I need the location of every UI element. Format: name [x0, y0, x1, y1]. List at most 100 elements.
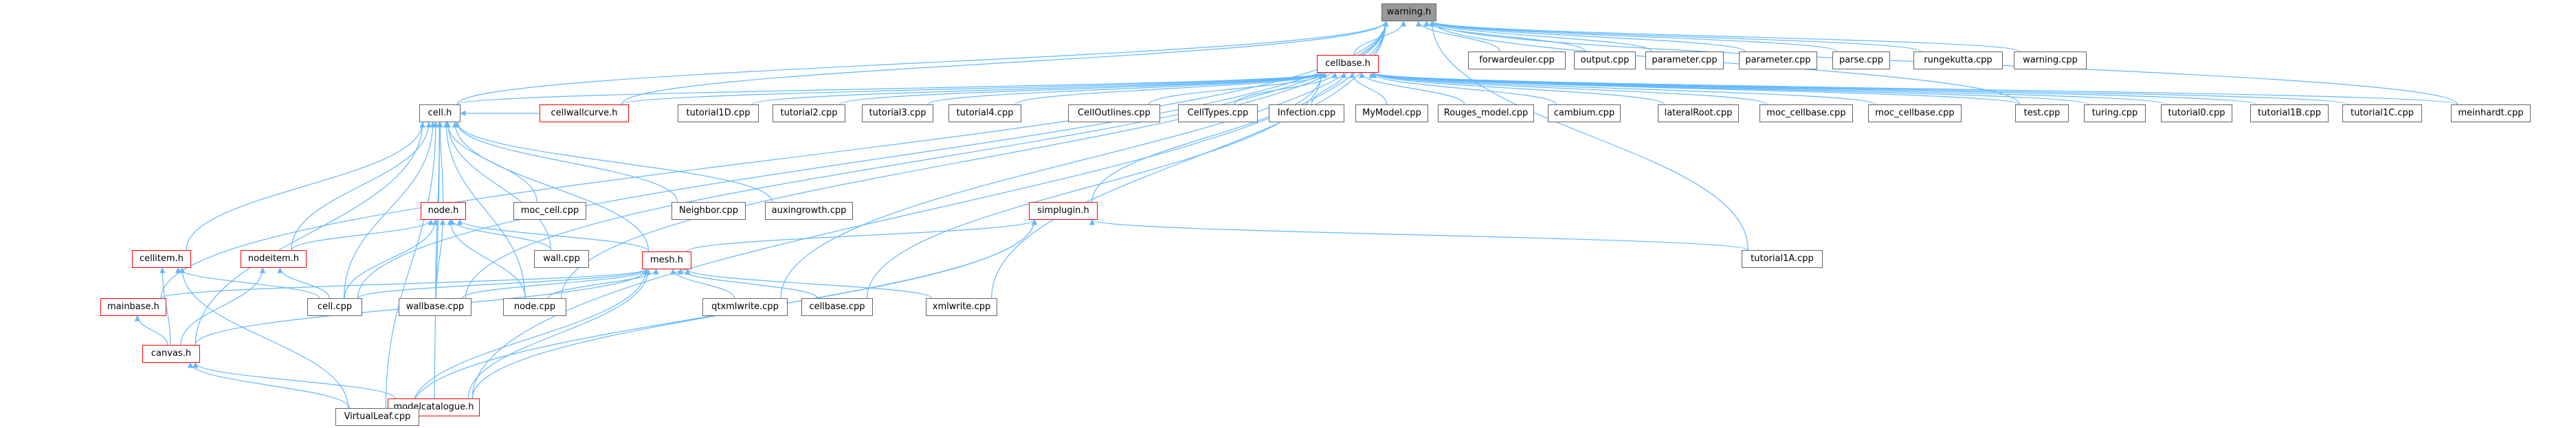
node-node-cpp[interactable]: node.cpp	[503, 298, 566, 316]
edge-cellbase-h-to-warning-h	[1353, 21, 1407, 56]
node-meinhardt-cpp[interactable]: meinhardt.cpp	[2451, 104, 2531, 122]
edge-wall-cpp-to-cell-h	[445, 122, 551, 251]
node-auxingrowth-cpp[interactable]: auxingrowth.cpp	[765, 202, 853, 220]
edge-wallbase-cpp-to-mesh-h	[462, 269, 652, 299]
edge-rungekutta-cpp-to-warning-h	[1429, 21, 1921, 52]
node-tutorial1-b-cpp[interactable]: tutorial1B.cpp	[2250, 104, 2329, 122]
edge-tutorial4-cpp-to-cellbase-h	[1014, 72, 1325, 105]
node-cell-outlines-cpp[interactable]: CellOutlines.cpp	[1068, 104, 1160, 122]
edge-cell-types-cpp-to-cellbase-h	[1234, 72, 1338, 105]
edge-canvas-h-to-cellitem-h	[159, 267, 171, 346]
edge-qtxmlwrite-cpp-to-mesh-h	[669, 269, 735, 299]
node-tutorial1-d-cpp[interactable]: tutorial1D.cpp	[678, 104, 759, 122]
edge-nodeitem-h-to-node-h	[291, 219, 434, 251]
node-moc-cell-cpp[interactable]: moc_cell.cpp	[513, 202, 586, 220]
edge-tutorial2-cpp-to-cellbase-h	[839, 72, 1325, 105]
node-node-h[interactable]: node.h	[421, 202, 466, 220]
edge-modelcatalogue-h-to-mesh-h	[467, 269, 652, 399]
edge-cell-cpp-to-cell-h	[344, 122, 436, 299]
node-parse-cpp[interactable]: parse.cpp	[1832, 52, 1890, 69]
node-cell-types-cpp[interactable]: CellTypes.cpp	[1178, 104, 1258, 122]
node-tutorial2-cpp[interactable]: tutorial2.cpp	[773, 104, 845, 122]
node-moc-cellbase-cpp-2[interactable]: moc_cellbase.cpp	[1868, 104, 1962, 122]
node-qtxmlwrite-cpp[interactable]: qtxmlwrite.cpp	[702, 298, 788, 316]
edge-cellbase-cpp-to-mesh-h	[677, 269, 818, 299]
node-tutorial1-c-cpp[interactable]: tutorial1C.cpp	[2342, 104, 2422, 122]
node-cellbase-cpp[interactable]: cellbase.cpp	[801, 298, 873, 316]
edge-moc-cellbase-cpp-1-to-cellbase-h	[1370, 72, 1768, 105]
edge-virtual-leaf-cpp-to-cell-h	[385, 122, 439, 409]
node-cellitem-h[interactable]: cellitem.h	[132, 250, 191, 268]
edge-modelcatalogue-h-to-canvas-h	[192, 362, 396, 399]
node-cellbase-h[interactable]: cellbase.h	[1317, 55, 1379, 73]
edge-simplugin-h-to-cellbase-h	[1091, 72, 1325, 203]
edge-moc-cellbase-cpp-2-to-cellbase-h	[1370, 72, 1876, 105]
node-nodeitem-h[interactable]: nodeitem.h	[241, 250, 307, 268]
node-canvas-h[interactable]: canvas.h	[142, 345, 200, 363]
node-forwardeuler-cpp[interactable]: forwardeuler.cpp	[1468, 52, 1566, 69]
edge-layer	[134, 21, 2458, 418]
node-tutorial1-a-cpp[interactable]: tutorial1A.cpp	[1742, 250, 1823, 268]
node-output-cpp[interactable]: output.cpp	[1574, 52, 1636, 69]
node-parameter-cpp-1[interactable]: parameter.cpp	[1645, 52, 1724, 69]
edge-tutorial1-a-cpp-to-simplugin-h	[1089, 219, 1749, 251]
node-infection-cpp[interactable]: Infection.cpp	[1269, 104, 1344, 122]
edge-tutorial1-a-cpp-to-warning-h	[1429, 21, 1749, 251]
edge-tutorial3-cpp-to-cellbase-h	[927, 72, 1325, 105]
edge-modelcatalogue-h-to-cell-h	[434, 122, 443, 399]
edge-mesh-h-to-cell-h	[452, 122, 649, 252]
node-turing-cpp[interactable]: turing.cpp	[2084, 104, 2146, 122]
edge-canvas-h-to-mainbase-h	[134, 315, 168, 346]
edge-cellwallcurve-h-to-warning-h	[621, 21, 1389, 105]
node-virtual-leaf-cpp[interactable]: VirtualLeaf.cpp	[335, 408, 419, 426]
node-my-model-cpp[interactable]: MyModel.cpp	[1355, 104, 1428, 122]
edge-nodeitem-h-to-cell-h	[291, 122, 432, 251]
edge-cellwallcurve-h-to-cellbase-h	[621, 72, 1325, 105]
node-test-cpp[interactable]: test.cpp	[2015, 104, 2069, 122]
edge-node-h-to-cell-h	[437, 122, 444, 203]
edge-cell-outlines-cpp-to-cellbase-h	[1148, 72, 1328, 105]
node-parameter-cpp-2[interactable]: parameter.cpp	[1739, 52, 1817, 69]
edge-mesh-h-to-simplugin-h	[687, 219, 1038, 252]
node-cell-cpp[interactable]: cell.cpp	[307, 298, 362, 316]
edge-cell-cpp-to-cellitem-h	[175, 267, 320, 299]
node-cell-h[interactable]: cell.h	[419, 104, 460, 122]
edge-wall-cpp-to-node-h	[449, 219, 552, 251]
node-simplugin-h[interactable]: simplugin.h	[1029, 202, 1098, 220]
node-xmlwrite-cpp[interactable]: xmlwrite.cpp	[926, 298, 997, 316]
node-cambium-cpp[interactable]: cambium.cpp	[1548, 104, 1621, 122]
edge-meinhardt-cpp-to-cellbase-h	[1371, 72, 2458, 105]
node-rouges-model-cpp[interactable]: Rouges_model.cpp	[1438, 104, 1534, 122]
node-lateral-root-cpp[interactable]: lateralRoot.cpp	[1658, 104, 1739, 122]
edge-node-cpp-to-cell-h	[443, 122, 526, 299]
edge-parameter-cpp-2-to-warning-h	[1429, 21, 1746, 52]
node-warning-cpp[interactable]: warning.cpp	[2014, 52, 2087, 69]
node-wall-cpp[interactable]: wall.cpp	[534, 250, 589, 268]
edge-lateral-root-cpp-to-cellbase-h	[1370, 72, 1665, 105]
edge-mainbase-h-to-warning-h	[160, 21, 1389, 299]
edge-mainbase-h-to-mesh-h	[160, 269, 649, 299]
edge-cellitem-h-to-cell-h	[186, 122, 425, 251]
edge-tutorial1-d-cpp-to-cellbase-h	[751, 72, 1325, 105]
node-tutorial4-cpp[interactable]: tutorial4.cpp	[948, 104, 1021, 122]
edge-my-model-cpp-to-cellbase-h	[1349, 72, 1388, 105]
edge-virtual-leaf-cpp-to-mesh-h	[412, 269, 649, 409]
node-tutorial0-cpp[interactable]: tutorial0.cpp	[2161, 104, 2232, 122]
node-neighbor-cpp[interactable]: Neighbor.cpp	[671, 202, 746, 220]
node-mesh-h[interactable]: mesh.h	[642, 251, 691, 269]
node-wallbase-cpp[interactable]: wallbase.cpp	[399, 298, 471, 316]
node-moc-cellbase-cpp-1[interactable]: moc_cellbase.cpp	[1759, 104, 1853, 122]
edge-parameter-cpp-1-to-warning-h	[1429, 21, 1652, 52]
node-mainbase-h[interactable]: mainbase.h	[100, 298, 166, 316]
edge-cell-cpp-to-nodeitem-h	[277, 267, 330, 299]
edge-cell-h-to-cellbase-h	[456, 72, 1324, 105]
node-cellwallcurve-h[interactable]: cellwallcurve.h	[540, 104, 629, 122]
edge-canvas-h-to-nodeitem-h	[180, 267, 266, 346]
edge-tutorial0-cpp-to-cellbase-h	[1371, 72, 2167, 105]
node-rungekutta-cpp[interactable]: rungekutta.cpp	[1913, 52, 2003, 69]
edge-warning-cpp-to-warning-h	[1429, 21, 2021, 52]
node-warning-h: warning.h	[1381, 3, 1436, 21]
edge-cell-cpp-to-warning-h	[357, 21, 1389, 299]
node-tutorial3-cpp[interactable]: tutorial3.cpp	[862, 104, 933, 122]
edge-cell-cpp-to-mesh-h	[357, 269, 649, 299]
